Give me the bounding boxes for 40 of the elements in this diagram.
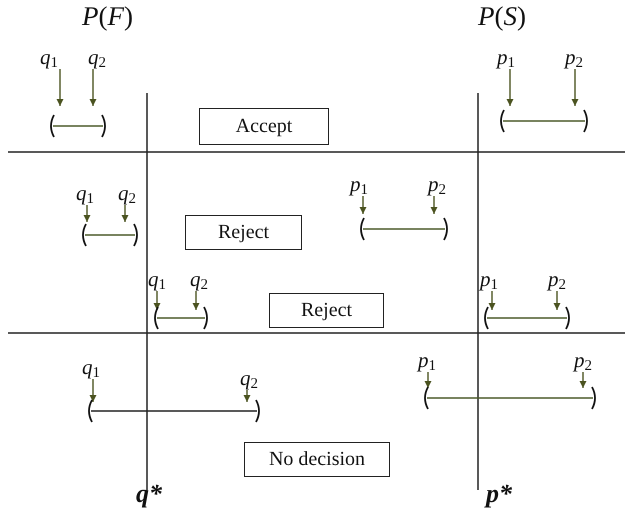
arrow (244, 390, 250, 402)
variable-label: q$_{1}$ (148, 267, 166, 291)
arrow (56, 69, 64, 106)
variable-label: p$_{2}$ (574, 348, 592, 372)
decision-box: No decision (244, 442, 390, 477)
arrow (430, 196, 438, 214)
arrow (360, 196, 366, 214)
arrow (424, 372, 432, 388)
arrow (90, 69, 96, 106)
axis-title: P(F) (82, 2, 133, 32)
variable-label: q$_{2}$ (88, 45, 106, 69)
variable-label: p$_{2}$ (428, 172, 446, 196)
variable-label: q$_{2}$ (190, 267, 208, 291)
variable-label: q$_{1}$ (40, 45, 58, 69)
decision-box: Reject (185, 215, 302, 250)
arrow (84, 205, 90, 222)
axis-title: P(S) (478, 2, 526, 32)
variable-label: p$_{2}$ (548, 267, 566, 291)
decision-box: Accept (199, 108, 329, 145)
threshold-label: q* (136, 480, 162, 509)
arrow (580, 372, 586, 388)
arrow (90, 379, 96, 402)
variable-label: p$_{1}$ (350, 172, 368, 196)
arrow (154, 291, 160, 310)
arrow (192, 291, 200, 310)
variable-label: p$_{1}$ (480, 267, 498, 291)
variable-label: q$_{1}$ (82, 355, 100, 379)
threshold-label: p* (486, 480, 512, 509)
arrow (488, 291, 496, 310)
variable-label: p$_{2}$ (565, 45, 583, 69)
arrow (554, 291, 560, 310)
decision-box: Reject (269, 293, 384, 328)
arrow (572, 69, 578, 106)
variable-label: q$_{1}$ (76, 181, 94, 205)
variable-label: p$_{1}$ (418, 348, 436, 372)
variable-label: q$_{2}$ (118, 181, 136, 205)
arrow (506, 69, 514, 106)
variable-label: p$_{1}$ (497, 45, 515, 69)
arrow (122, 205, 128, 222)
variable-label: q$_{2}$ (240, 366, 258, 390)
